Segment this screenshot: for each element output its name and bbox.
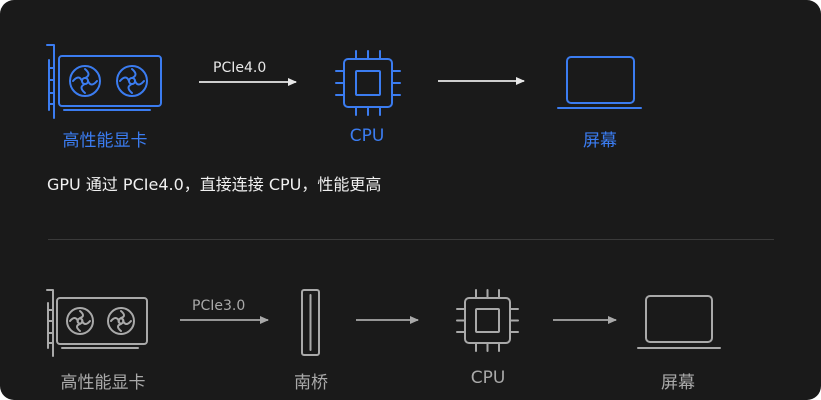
- pcie4-link-label: PCIe4.0: [213, 60, 267, 76]
- cpu-icon: [335, 50, 401, 116]
- screen-label-gray: 屏幕: [661, 373, 695, 393]
- pcie3-link-label: PCIe3.0: [192, 298, 246, 314]
- southbridge-label: 南桥: [294, 373, 328, 393]
- monitor-icon-gray: [637, 295, 721, 349]
- southbridge-icon: [301, 289, 320, 356]
- cpu-icon-gray: [456, 289, 519, 352]
- gpu-icon: [46, 44, 162, 119]
- gpu-icon-gray: [46, 289, 148, 357]
- cpu-label: CPU: [349, 126, 385, 146]
- monitor-icon: [557, 56, 642, 109]
- gpu-label-gray: 高性能显卡: [60, 373, 146, 393]
- cpu-label-gray: CPU: [470, 368, 506, 388]
- gpu-label: 高性能显卡: [62, 131, 148, 151]
- caption: GPU 通过 PCIe4.0，直接连接 CPU，性能更高: [47, 175, 382, 194]
- screen-label: 屏幕: [583, 131, 617, 151]
- divider: [48, 239, 774, 240]
